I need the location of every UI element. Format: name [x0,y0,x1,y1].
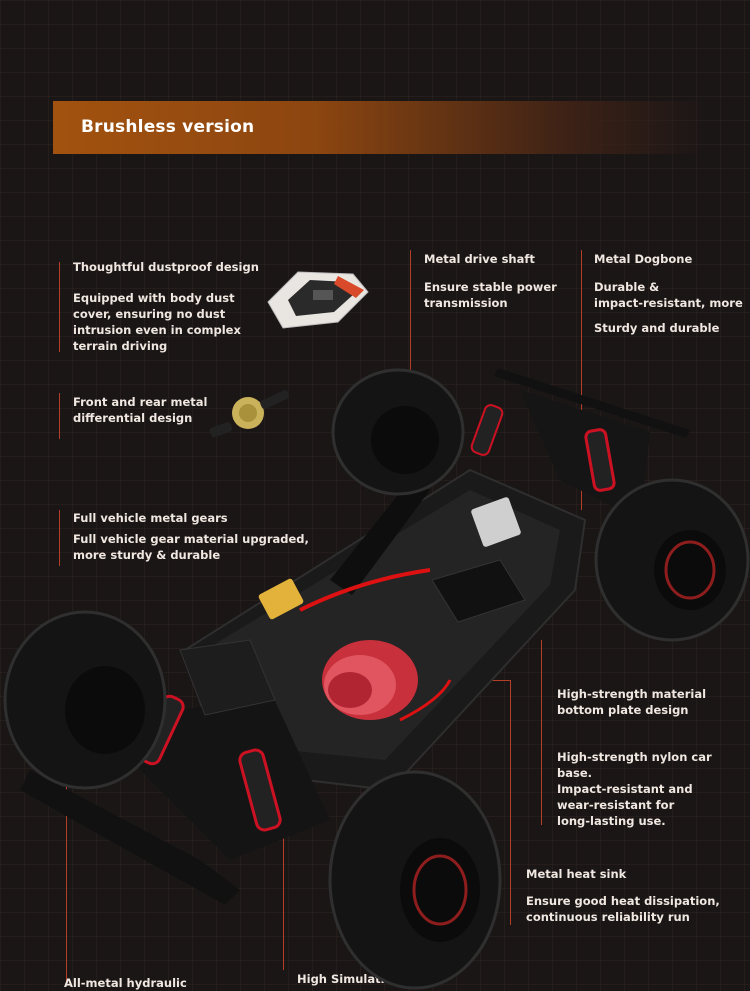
callout-line-heat-sink [510,680,511,925]
rc-car-chassis-image [3,368,750,990]
gears-title: Full vehicle metal gears [73,511,228,525]
bottom-plate-desc: High-strength nylon car base. Impact-res… [557,750,712,828]
callout-line-bottom-plate [541,640,542,825]
section-banner: Brushless version [53,101,703,154]
dust-cover-image [267,271,369,329]
heat-sink-desc: Ensure good heat dissipation, continuous… [526,894,720,924]
bottom-plate-title: High-strength material bottom plate desi… [557,687,707,717]
dogbone-title: Metal Dogbone [594,252,693,266]
banner-title: Brushless version [81,117,255,137]
heat-sink-title: Metal heat sink [526,867,627,881]
dogbone-desc: Durable & impact-resistant, more [594,280,743,310]
callout-line-gears [59,510,60,566]
drive-shaft-desc: Ensure stable power transmission [424,280,557,310]
differential-desc: Front and rear metal differential design [73,395,208,425]
callout-line-dogbone [581,250,582,510]
hydraulic-title: All-metal hydraulic [64,976,187,990]
dustproof-desc: Equipped with body dust cover, ensuring … [73,291,241,353]
gears-desc: Full vehicle gear material upgraded, mor… [73,532,309,562]
callout-line-simulation [283,830,284,970]
callout-line-hydraulic [66,722,67,984]
differential-image [209,390,290,438]
callout-line-differential [59,393,60,439]
callout-line-dustproof [59,262,60,352]
drive-shaft-title: Metal drive shaft [424,252,535,266]
dustproof-title: Thoughtful dustproof design [73,260,259,274]
dogbone-desc2: Sturdy and durable [594,321,720,335]
